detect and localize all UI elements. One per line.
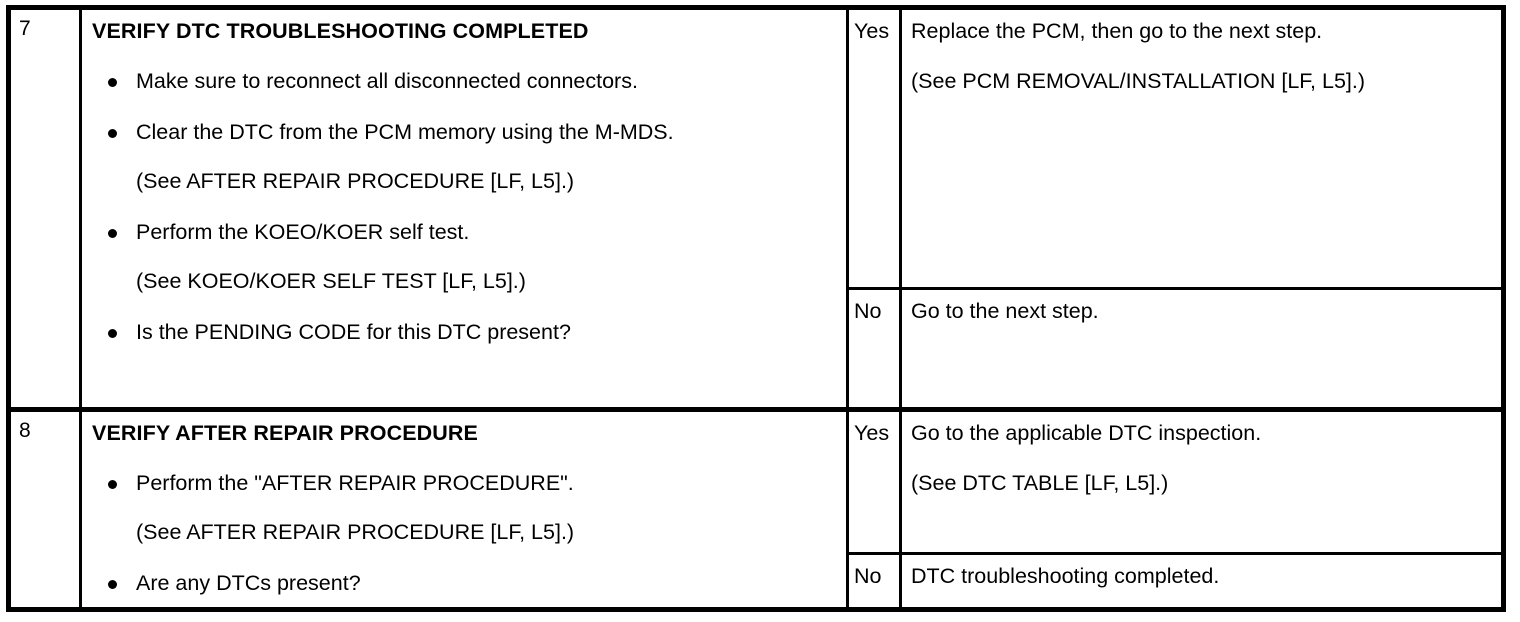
table-row: 8 VERIFY AFTER REPAIR PROCEDURE Perform … [11, 412, 1501, 612]
reference-note: (See AFTER REPAIR PROCEDURE [LF, L5].) [136, 169, 575, 193]
list-item: Clear the DTC from the PCM memory using … [92, 119, 756, 146]
result-text-group: DTC troubleshooting completed. [902, 555, 1501, 609]
bullet-dot-icon [108, 129, 117, 138]
instruction-text: Perform the "AFTER REPAIR PROCEDURE". [136, 471, 574, 495]
answer-label-yes: Yes [849, 412, 902, 552]
list-item: Make sure to reconnect all disconnected … [92, 68, 756, 95]
step-title: VERIFY AFTER REPAIR PROCEDURE [92, 421, 478, 445]
step-action-cell: VERIFY DTC TROUBLESHOOTING COMPLETED Mak… [82, 10, 849, 407]
bullet-dot-icon [108, 229, 117, 238]
step-number: 8 [19, 419, 31, 442]
answer-label-no: No [849, 290, 902, 407]
result-reference-line: (See DTC TABLE [LF, L5].) [911, 471, 1169, 495]
result-text-group: Go to the next step. [902, 290, 1501, 407]
step-instruction-list: Perform the KOEO/KOER self test. [92, 219, 836, 246]
step-instruction-list: Is the PENDING CODE for this DTC present… [92, 319, 836, 346]
step-number: 7 [19, 17, 31, 40]
result-yes-block: Yes Go to the applicable DTC inspection.… [849, 412, 1501, 555]
result-no-block: No Go to the next step. [849, 290, 1501, 407]
step-number-cell: 7 [11, 10, 82, 407]
step-instruction-list: Are any DTCs present? [92, 570, 836, 597]
reference-note: (See KOEO/KOER SELF TEST [LF, L5].) [136, 269, 526, 293]
table-row: 7 VERIFY DTC TROUBLESHOOTING COMPLETED M… [11, 10, 1501, 412]
instruction-text: Perform the KOEO/KOER self test. [136, 220, 470, 244]
instruction-text: Make sure to reconnect all disconnected … [136, 69, 638, 93]
result-no-block: No DTC troubleshooting completed. [849, 555, 1501, 609]
step-result-cell: Yes Go to the applicable DTC inspection.… [849, 412, 1501, 612]
step-title: VERIFY DTC TROUBLESHOOTING COMPLETED [92, 19, 589, 43]
result-reference-line: (See PCM REMOVAL/INSTALLATION [LF, L5].) [911, 69, 1366, 93]
step-instruction-list: Make sure to reconnect all disconnected … [92, 68, 836, 146]
result-text-group: Go to the applicable DTC inspection. (Se… [902, 412, 1501, 552]
bullet-dot-icon [108, 580, 117, 589]
result-line: Go to the next step. [911, 299, 1099, 323]
result-text-group: Replace the PCM, then go to the next ste… [902, 10, 1501, 287]
reference-note: (See AFTER REPAIR PROCEDURE [LF, L5].) [136, 520, 575, 544]
bullet-dot-icon [108, 480, 117, 489]
result-yes-block: Yes Replace the PCM, then go to the next… [849, 10, 1501, 290]
instruction-text: Are any DTCs present? [136, 571, 361, 595]
instruction-text: Clear the DTC from the PCM memory using … [136, 120, 674, 144]
result-line: Go to the applicable DTC inspection. [911, 421, 1262, 445]
answer-label-no: No [849, 555, 902, 609]
bullet-dot-icon [108, 329, 117, 338]
bullet-dot-icon [108, 78, 117, 87]
step-number-cell: 8 [11, 412, 82, 612]
step-result-cell: Yes Replace the PCM, then go to the next… [849, 10, 1501, 407]
troubleshooting-table: 7 VERIFY DTC TROUBLESHOOTING COMPLETED M… [6, 5, 1506, 612]
result-line: Replace the PCM, then go to the next ste… [911, 19, 1323, 43]
list-item: Are any DTCs present? [92, 570, 756, 597]
list-item: Is the PENDING CODE for this DTC present… [92, 319, 756, 346]
list-item: Perform the "AFTER REPAIR PROCEDURE". [92, 470, 756, 497]
step-instruction-list: Perform the "AFTER REPAIR PROCEDURE". [92, 470, 836, 497]
instruction-text: Is the PENDING CODE for this DTC present… [136, 320, 571, 344]
answer-label-yes: Yes [849, 10, 902, 287]
list-item: Perform the KOEO/KOER self test. [92, 219, 756, 246]
result-line: DTC troubleshooting completed. [911, 564, 1220, 588]
step-action-cell: VERIFY AFTER REPAIR PROCEDURE Perform th… [82, 412, 849, 612]
